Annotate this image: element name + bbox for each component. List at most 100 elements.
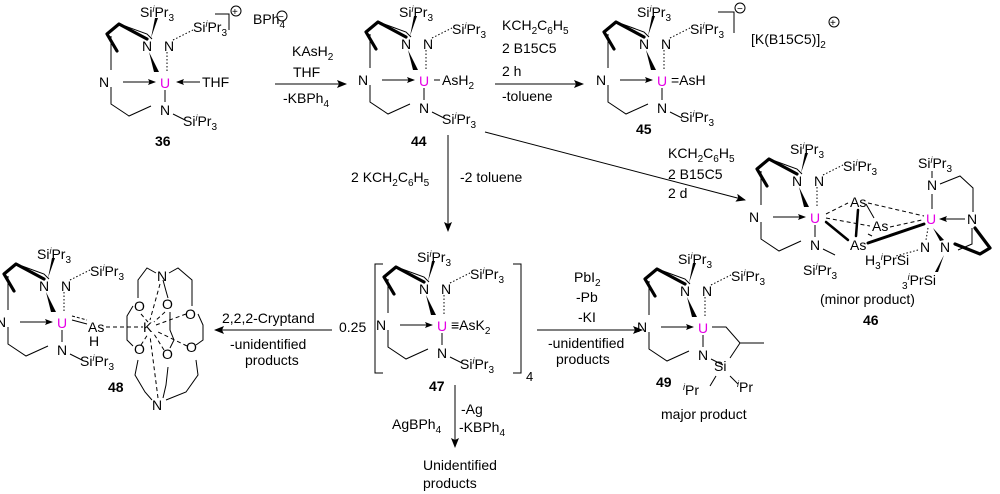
text-label: SiiPr3	[637, 4, 671, 24]
bond-line	[149, 335, 159, 399]
text-fragment: Pr	[197, 113, 211, 129]
text-fragment: 3	[118, 272, 124, 283]
text-label: N	[792, 173, 802, 189]
compound-36: N N N N U THF SiiPr3 SiiPr3 SiiPr3 + BPh…	[99, 4, 288, 149]
text-fragment: 3	[871, 167, 877, 178]
text-fragment: 2	[328, 52, 334, 63]
text-fragment: Pr	[51, 246, 65, 262]
text-label: AgBPh4	[392, 416, 442, 436]
text-fragment: i	[692, 109, 695, 119]
text-fragment: Pr	[413, 4, 427, 20]
text-label: N	[639, 36, 649, 52]
bond-line	[195, 313, 204, 346]
text-fragment: 3	[480, 30, 486, 41]
text-label: SiiPr3	[678, 251, 712, 271]
text-fragment: i	[205, 19, 208, 29]
text-fragment: i	[702, 21, 705, 31]
bond-line	[854, 208, 860, 238]
text-label: N	[940, 239, 950, 255]
text-fragment: Pr	[745, 268, 759, 284]
text-fragment: i	[429, 249, 432, 259]
text-label: N	[749, 209, 759, 225]
unidentified-products: Unidentified	[423, 457, 497, 473]
uranium-atom: U	[926, 211, 936, 227]
bond-line	[169, 312, 175, 349]
compound-label-46: 46	[863, 312, 879, 328]
uranium-atom: U	[160, 75, 170, 91]
text-label: -Ag	[461, 401, 483, 417]
text-fragment: Pr	[94, 353, 108, 369]
text-label: 4	[526, 369, 533, 384]
bracket-right	[513, 263, 522, 374]
text-label: SiiPr3	[680, 109, 714, 129]
text-fragment: Pr	[932, 155, 946, 171]
text-fragment: 3	[221, 28, 227, 39]
text-fragment: 2	[392, 178, 398, 189]
text-label: O	[162, 296, 173, 312]
text-label: =AsH	[671, 72, 706, 88]
text-fragment: 2	[485, 326, 491, 337]
text-fragment: 3	[445, 258, 451, 269]
text-fragment: 3	[65, 255, 71, 266]
text-fragment: C	[398, 169, 408, 185]
text-label: N	[814, 173, 824, 189]
text-fragment: 4	[323, 99, 329, 110]
text-fragment: 3	[665, 13, 671, 24]
compound-44: N N N N U AsH2 SiiPr3 SiiPr3 SiiPr3 44	[358, 4, 486, 149]
text-fragment: [K(B15C5)]	[751, 31, 820, 47]
text-label: N	[920, 239, 930, 255]
text-label: N	[157, 268, 167, 284]
text-fragment: 2	[820, 40, 826, 51]
text-label: [K(B15C5)]2	[751, 31, 826, 51]
text-fragment: Pr	[651, 4, 665, 20]
compound-49: N N N N U SiiPr3 SiiPr3 Si iPr iPr 49 ma…	[637, 251, 765, 422]
text-fragment: PbI	[574, 269, 595, 285]
bond-line	[165, 359, 199, 401]
arrow-44-to-45: KCH2C6H5 2 B15C5 2 h -toluene	[495, 17, 584, 104]
text-label: N	[810, 237, 820, 253]
compound-47: 0.25 4 N N N N U ≡AsK2 SiiPr3 SiiPr3 Sii…	[339, 249, 533, 394]
text-fragment: KAsH	[292, 43, 328, 59]
text-fragment: PrSi	[883, 252, 909, 268]
text-fragment: Pr	[474, 356, 488, 372]
text-label: -toluene	[502, 88, 553, 104]
minor-product-note: (minor product)	[820, 291, 915, 307]
text-fragment: i	[454, 111, 457, 121]
text-fragment: Si	[790, 141, 802, 157]
text-fragment: Si	[183, 113, 195, 129]
text-fragment: i	[690, 251, 693, 261]
text-fragment: Pr	[431, 249, 445, 265]
text-label: 2 B15C5	[502, 40, 557, 56]
text-label: O	[134, 298, 145, 314]
text-fragment: i	[930, 155, 933, 165]
text-label: KAsH2	[292, 43, 334, 63]
bond-line	[935, 255, 944, 272]
text-fragment: i	[802, 141, 805, 151]
text-fragment: i	[92, 353, 95, 363]
text-label: 2 B15C5	[668, 166, 723, 182]
arrow-36-to-44: KAsH2 THF -KBPh4	[275, 43, 347, 110]
arrow-47-to-48: 2,2,2-Cryptand -unidentified products	[214, 310, 332, 368]
bond-line	[953, 226, 992, 256]
text-fragment: H	[865, 252, 875, 268]
bond-line	[149, 283, 161, 321]
text-label: SiiPr3	[140, 4, 174, 24]
text-fragment: Pr	[484, 266, 498, 282]
text-fragment: Pr	[692, 251, 706, 267]
text-fragment: Pr	[466, 21, 480, 37]
text-label: N	[164, 38, 174, 54]
text-label: N	[160, 102, 170, 118]
text-fragment: C	[703, 145, 713, 161]
bond-line	[71, 315, 88, 321]
text-fragment: 6	[408, 178, 414, 189]
text-label: SiiPr3	[690, 21, 724, 41]
text-fragment: 3	[718, 30, 724, 41]
compound-label-44: 44	[411, 133, 427, 149]
text-fragment: PrSi	[910, 272, 936, 288]
text-fragment: i	[464, 21, 467, 31]
text-label: SiiPr3	[470, 266, 504, 286]
bond-line	[825, 202, 849, 215]
uranium-atom: U	[437, 318, 447, 334]
compound-label-48: 48	[108, 379, 124, 395]
text-label: SiiPr3	[803, 262, 837, 282]
